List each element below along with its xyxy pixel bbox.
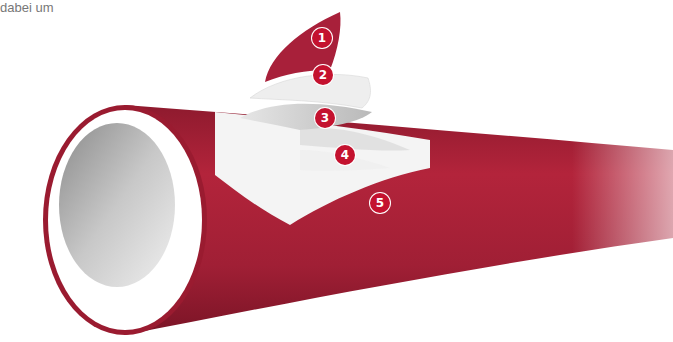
sheet-layer — [300, 128, 410, 151]
callout-number: 2 — [313, 65, 333, 85]
insulation-face — [48, 110, 202, 330]
callout-number: 4 — [335, 145, 355, 165]
intro-text: dabei um — [0, 0, 53, 15]
callout-number: 3 — [315, 108, 335, 128]
sheet-layer — [240, 104, 372, 130]
callout-number: 5 — [370, 193, 390, 213]
exposed-layer — [215, 112, 430, 225]
callout-number: 1 — [312, 28, 332, 48]
pipe-bore — [59, 123, 175, 287]
outer-rim — [43, 105, 207, 335]
